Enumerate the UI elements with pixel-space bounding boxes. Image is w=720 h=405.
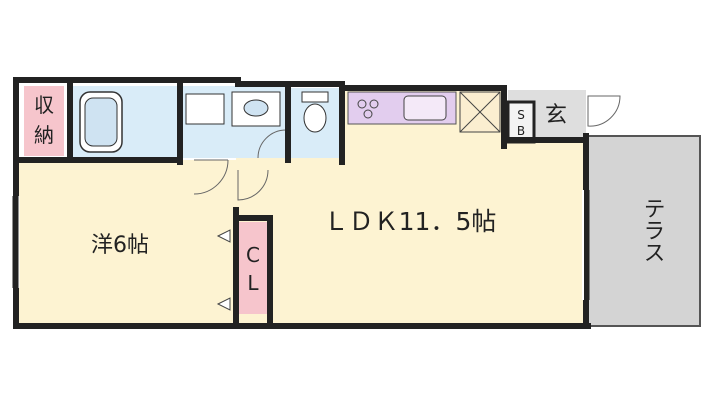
storage-area	[24, 86, 64, 156]
shoe-box-label-top: S	[517, 108, 525, 122]
washing-machine-icon	[185, 93, 225, 125]
toilet-bowl-icon	[303, 103, 327, 133]
storage-label-bottom: 納	[34, 123, 54, 147]
stove-burner-icon	[363, 109, 373, 119]
storage-label-top: 収	[34, 93, 54, 117]
closet-door-marker	[216, 229, 231, 243]
bathtub-inner	[84, 97, 118, 147]
door-swing-washroom	[237, 169, 269, 201]
toilet-tank-icon	[301, 91, 329, 103]
western-room-label: 洋6帖	[91, 233, 149, 258]
fridge-space-cross	[459, 91, 501, 133]
closet-door-marker	[216, 297, 231, 311]
ldk-floor	[236, 138, 584, 323]
walls	[13, 77, 591, 329]
terrace-area	[587, 135, 701, 327]
washbasin-bowl	[243, 99, 269, 117]
stove-burner-icon	[369, 99, 379, 109]
kitchen-sink-icon	[403, 95, 447, 121]
terrace-label: テラス	[640, 197, 665, 263]
closet-label-top: C	[246, 243, 260, 267]
western-room-floor	[18, 160, 236, 323]
door-swing-entrance	[587, 95, 621, 127]
closet-area	[236, 222, 268, 314]
entrance-label: 玄	[545, 103, 567, 128]
door-swing-western	[193, 159, 229, 195]
closet-label-bottom: L	[247, 271, 259, 295]
stove-burner-icon	[357, 99, 367, 109]
door-swing-toilet	[257, 129, 287, 159]
ldk-label: ＬＤＫ11．5帖	[324, 207, 497, 236]
shoe-box-label-bottom: B	[517, 124, 525, 138]
